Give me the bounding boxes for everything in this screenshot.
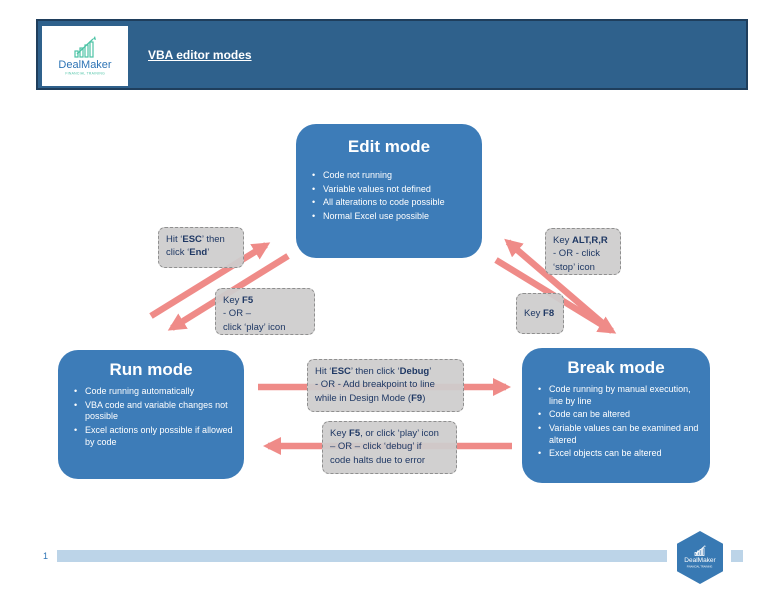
label-f8: Key F8: [516, 293, 564, 334]
node-bullet-list: Code running by manual execution, line b…: [522, 384, 710, 460]
footer-bar: [57, 550, 667, 562]
node-run-mode: Run mode Code running automaticallyVBA c…: [58, 350, 244, 479]
brand-tagline: FINANCIAL TRAINING: [687, 565, 713, 569]
dealmaker-footer-badge: DealMaker FINANCIAL TRAINING: [677, 531, 723, 584]
bullet-item: Code running automatically: [74, 386, 236, 398]
bullet-item: Code can be altered: [538, 409, 702, 421]
label-alt-r-r: Key ALT,R,R- OR - click‘stop’ icon: [545, 228, 621, 275]
bullet-item: All alterations to code possible: [312, 197, 474, 209]
node-break-mode: Break mode Code running by manual execut…: [522, 348, 710, 483]
bullet-item: VBA code and variable changes not possib…: [74, 400, 236, 423]
node-title: Break mode: [567, 358, 665, 377]
bullet-item: Normal Excel use possible: [312, 211, 474, 223]
node-bullet-list: Code running automaticallyVBA code and v…: [58, 386, 244, 448]
dealmaker-logo: DealMaker FINANCIAL TRAINING: [42, 26, 128, 86]
bullet-item: Variable values can be examined and alte…: [538, 423, 702, 446]
label-f5-debug: Key F5, or click ‘play’ icon– OR – click…: [322, 421, 457, 474]
label-esc-debug: Hit ‘ESC’ then click ‘Debug’- OR - Add b…: [307, 359, 464, 412]
bullet-item: Variable values not defined: [312, 184, 474, 196]
footer-bar-segment: [731, 550, 743, 562]
growth-chart-icon: [694, 545, 706, 556]
node-bullet-list: Code not runningVariable values not defi…: [296, 170, 482, 223]
bullet-item: Code running by manual execution, line b…: [538, 384, 702, 407]
node-title: Run mode: [109, 360, 193, 379]
bullet-item: Excel objects can be altered: [538, 448, 702, 460]
node-edit-mode: Edit mode Code not runningVariable value…: [296, 124, 482, 258]
header-band: DealMaker FINANCIAL TRAINING VBA editor …: [36, 19, 748, 90]
growth-chart-icon: [74, 35, 96, 58]
bullet-item: Code not running: [312, 170, 474, 182]
node-title: Edit mode: [347, 137, 431, 156]
brand-tagline: FINANCIAL TRAINING: [65, 71, 105, 76]
page-number: 1: [43, 551, 49, 561]
slide-title: VBA editor modes: [148, 47, 252, 62]
bullet-item: Excel actions only possible if allowed b…: [74, 425, 236, 448]
label-f5-play: Key F5- OR –click ‘play’ icon: [215, 288, 315, 335]
brand-name: DealMaker: [684, 557, 716, 564]
brand-name: DealMaker: [58, 58, 112, 71]
